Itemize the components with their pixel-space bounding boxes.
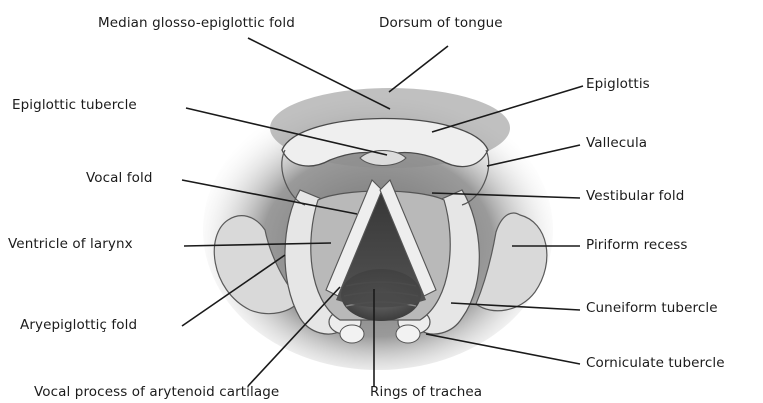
right-corniculate-tubercle xyxy=(396,325,420,343)
leader-dorsum-of-tongue xyxy=(389,46,448,92)
left-corniculate-tubercle xyxy=(340,325,364,343)
